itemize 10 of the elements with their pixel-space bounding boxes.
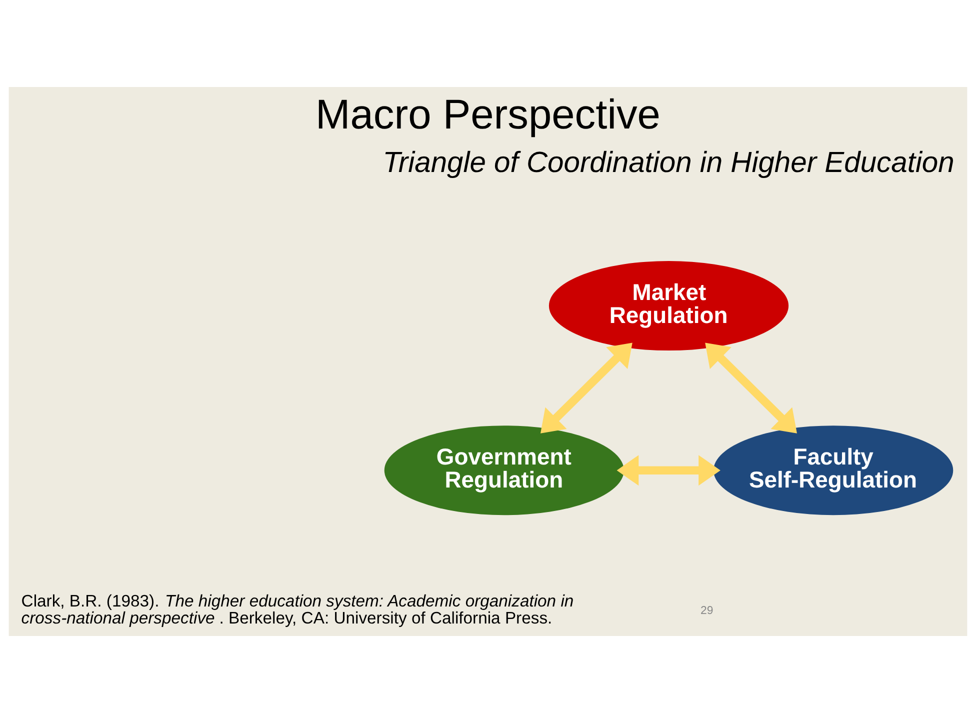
label: Clark, B.R. (1983). The higher education system: Academic organization in cross-national perspective. Berkeley, CA: University of California Press. [21,591,574,627]
node-ellipse: Faculty Self-Regulation [714,425,954,515]
arrow [616,454,720,486]
label: Triangle of Coordination in Higher Education [382,146,954,178]
node-ellipse: Government Regulation [384,425,624,515]
arrow [705,342,797,433]
arrow [540,342,632,433]
node-ellipse: Market Regulation [548,260,789,350]
label: 29 [700,604,714,616]
diagram-title: Macro Perspective [316,90,660,138]
